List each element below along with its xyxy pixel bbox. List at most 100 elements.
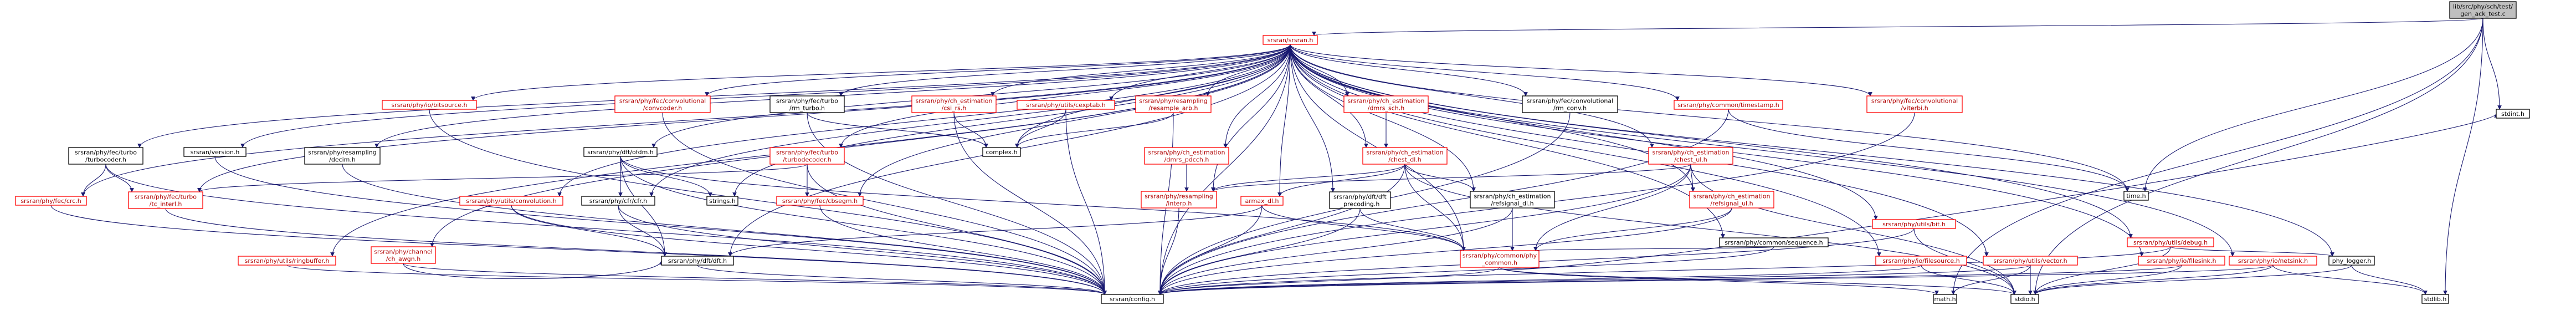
edge-decim-to-config <box>342 164 1107 295</box>
file-node-ofdm[interactable]: srsran/phy/dft/ofdm.h <box>583 147 658 157</box>
edge-vector-to-math <box>1951 265 2031 295</box>
file-node-phy-common[interactable]: srsran/phy/common/phy_common.h <box>1460 250 1540 268</box>
file-node-sequence[interactable]: srsran/phy/common/sequence.h <box>1719 237 1829 247</box>
edge-turbodecoder-to-tc_interl <box>197 164 808 192</box>
file-node-bit[interactable]: srsran/phy/utils/bit.h <box>1872 219 1956 229</box>
node-label: srsran/phy/resampling <box>1145 193 1213 200</box>
file-node-turbodecoder[interactable]: srsran/phy/fec/turbo/turbodecoder.h <box>769 147 845 165</box>
file-node-config[interactable]: srsran/config.h <box>1101 294 1164 304</box>
edge-cexptab-to-complex <box>1015 109 1066 148</box>
file-node-filesink[interactable]: srsran/phy/io/filesink.h <box>2138 256 2225 266</box>
file-node-chest-dl[interactable]: srsran/phy/ch_estimation/chest_dl.h <box>1362 147 1448 165</box>
edge-chest_dl-to-config <box>1158 164 1405 295</box>
edge-refsignal_ul-to-phy_common <box>1533 207 1732 251</box>
file-node-resample-arb[interactable]: srsran/phy/resampling/resample_arb.h <box>1135 95 1212 113</box>
node-label: /chest_dl.h <box>1388 156 1422 164</box>
file-node-dmrs-pdcch[interactable]: srsran/phy/ch_estimation/dmrs_pdcch.h <box>1144 147 1229 165</box>
file-node-netsink[interactable]: srsran/phy/io/netsink.h <box>2229 256 2317 266</box>
node-box <box>1872 219 1956 229</box>
file-node-decim[interactable]: srsran/phy/resampling/decim.h <box>304 147 381 165</box>
file-node-ch-awgn[interactable]: srsran/phy/channel/ch_awgn.h <box>371 246 436 264</box>
node-label: complex.h <box>986 149 1017 156</box>
file-node-cbsegm[interactable]: srsran/phy/fec/cbsegm.h <box>776 196 864 206</box>
edge-srsran-to-bit <box>1290 44 1878 220</box>
file-node-debug[interactable]: srsran/phy/utils/debug.h <box>2127 237 2214 247</box>
file-node-stdint[interactable]: stdint.h <box>2496 109 2530 119</box>
file-node-vector[interactable]: srsran/phy/utils/vector.h <box>1983 256 2078 266</box>
edge-chest_ul-to-interp <box>1211 164 1691 192</box>
edge-debug-to-config <box>1158 246 2171 295</box>
node-box <box>238 256 336 266</box>
file-node-phy-logger[interactable]: phy_logger.h <box>2328 256 2375 266</box>
file-node-chest-ul[interactable]: srsran/phy/ch_estimation/chest_ul.h <box>1648 147 1733 165</box>
file-node-math[interactable]: math.h <box>1933 294 1957 304</box>
file-node-dmrs-sch[interactable]: srsran/phy/ch_estimation/dmrs_sch.h <box>1343 95 1429 113</box>
edge-gen_ack_test-to-stdio <box>2033 18 2483 295</box>
node-box <box>1933 294 1957 304</box>
edge-srsran-to-version <box>240 44 1291 148</box>
file-node-viterbi[interactable]: srsran/phy/fec/convolutional/viterbi.h <box>1866 95 1963 113</box>
file-nodes: lib/src/phy/sch/test/gen_ack_test.csrsra… <box>15 1 2530 304</box>
file-node-csi-rs[interactable]: srsran/phy/ch_estimation/csi_rs.h <box>911 95 997 113</box>
file-node-convolution[interactable]: srsran/phy/utils/convolution.h <box>459 196 563 206</box>
file-node-gen-ack-test: lib/src/phy/sch/test/gen_ack_test.c <box>2449 1 2517 19</box>
edge-filesink-to-config <box>1158 265 2182 295</box>
file-node-tc-interl[interactable]: srsran/phy/fec/turbo/tc_interl.h <box>128 191 203 209</box>
edge-interp-to-config <box>1158 207 1179 295</box>
edge-chest_ul-to-config <box>1158 164 1691 295</box>
file-node-dft-precoding[interactable]: srsran/phy/dft/dft_precoding.h <box>1329 191 1391 209</box>
edge-srsran-to-crc <box>81 44 1291 197</box>
edge-chest_dl-to-stdio <box>1404 164 2016 295</box>
edge-srsran-to-debug <box>1290 44 2133 238</box>
edge-timestamp-to-config <box>1158 109 1729 295</box>
edge-refsignal_ul-to-config <box>1158 207 1732 295</box>
edge-timestamp-to-time <box>1728 109 2129 192</box>
edge-ofdm-to-phy_common <box>620 156 1466 251</box>
file-node-dft[interactable]: srsran/phy/dft/dft.h <box>661 256 734 266</box>
file-node-srsran[interactable]: srsran/srsran.h <box>1263 35 1318 45</box>
edge-srsran-to-viterbi <box>1290 44 1872 96</box>
file-node-stdio[interactable]: stdio.h <box>2010 294 2039 304</box>
file-node-crc[interactable]: srsran/phy/fec/crc.h <box>15 196 87 206</box>
file-node-rm-conv[interactable]: srsran/phy/fec/convolutional/rm_conv.h <box>1522 95 1618 113</box>
file-node-filesource[interactable]: srsran/phy/io/filesource.h <box>1875 256 1967 266</box>
file-node-timestamp[interactable]: srsran/phy/common/timestamp.h <box>1674 100 1783 110</box>
edge-srsran-to-time <box>1290 44 2129 192</box>
file-node-ringbuffer[interactable]: srsran/phy/utils/ringbuffer.h <box>238 256 336 266</box>
file-node-cexptab[interactable]: srsran/phy/utils/cexptab.h <box>1017 100 1115 110</box>
file-node-time[interactable]: time.h <box>2123 191 2149 201</box>
edge-phy_logger-to-stdlib <box>2351 265 2428 295</box>
file-node-turbocoder[interactable]: srsran/phy/fec/turbo/turbocoder.h <box>68 147 143 165</box>
file-node-version[interactable]: srsran/version.h <box>183 147 247 157</box>
edge-srsran-to-chest_ul <box>1290 44 1654 148</box>
node-label: time.h <box>2126 192 2146 200</box>
file-node-rm-turbo[interactable]: srsran/phy/fec/turbo/rm_turbo.h <box>769 95 845 113</box>
node-box <box>1719 237 1829 247</box>
edge-srsran-to-csi_rs <box>991 44 1291 96</box>
file-node-complex[interactable]: complex.h <box>982 147 1021 157</box>
edge-armax_dl-to-phy_common <box>1261 205 1466 251</box>
node-box <box>1240 196 1284 206</box>
node-label: /refsignal_ul.h <box>1710 200 1753 207</box>
file-node-refsignal-ul[interactable]: srsran/phy/ch_estimation/refsignal_ul.h <box>1689 191 1774 209</box>
file-node-stdlib[interactable]: stdlib.h <box>2421 294 2449 304</box>
file-node-interp[interactable]: srsran/phy/resampling/interp.h <box>1141 191 1217 209</box>
node-label: srsran/phy/utils/cexptab.h <box>1026 101 1106 109</box>
node-label: /resample_arb.h <box>1149 105 1198 112</box>
file-node-cp[interactable]: srsran/phy/cfr/cfr.h <box>581 196 655 206</box>
node-box <box>1522 95 1618 113</box>
file-node-refsignal-dl[interactable]: srsran/phy/ch_estimation/refsignal_dl.h <box>1470 191 1555 209</box>
edge-srsran-to-dft_precoding <box>1290 44 1335 192</box>
node-box <box>2421 294 2449 304</box>
edge-srsran-to-cp <box>649 44 1291 197</box>
node-label: stdlib.h <box>2424 296 2447 303</box>
file-node-strings[interactable]: strings.h <box>706 196 738 206</box>
edge-crc-to-config <box>50 205 1107 295</box>
file-node-conv-encoder[interactable]: srsran/phy/fec/convolutional/convcoder.h <box>614 95 711 113</box>
edge-filesource-to-stdio <box>1921 265 2016 295</box>
node-label: srsran/srsran.h <box>1268 37 1313 44</box>
edge-debug-to-stdio <box>2033 246 2171 295</box>
edge-srsran-to-netsink <box>1290 44 2235 257</box>
file-node-armax-dl[interactable]: armax_dl.h <box>1240 196 1284 206</box>
file-node-bitsource[interactable]: srsran/phy/io/bitsource.h <box>382 100 477 110</box>
